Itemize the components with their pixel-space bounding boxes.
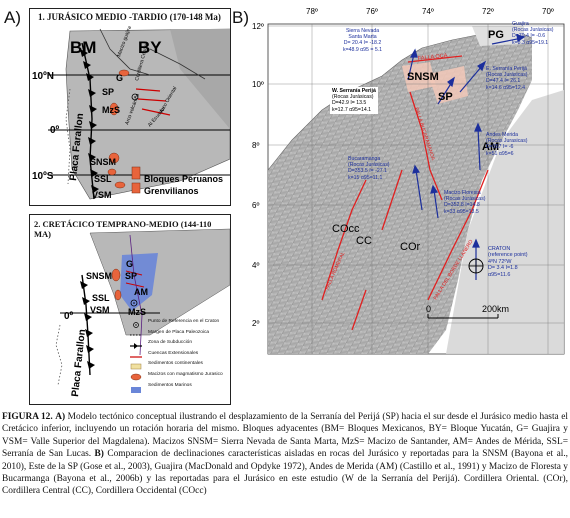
legend-item-macizos: Macizos con magmatismo Jurasico — [148, 371, 223, 377]
box-cretaceous: SNSM G SP AM SSL VSM MzS 0º Placa Farall… — [29, 214, 231, 405]
subduction-teeth-2 — [80, 281, 95, 369]
label-vsm-2: VSM — [90, 305, 110, 315]
lat-tick-4: 4º — [252, 261, 259, 270]
box-jurassic: BM BY 10ºN 0º 10ºS G SP MzS SNSM SSL VSM… — [29, 8, 231, 206]
lat-tick-12: 12º — [252, 22, 264, 31]
marine-sediments — [120, 253, 158, 311]
label-placa-farallon-2: Placa Farallon — [70, 329, 88, 398]
lat-tick-6: 6º — [252, 201, 259, 210]
region-cc: CC — [356, 235, 372, 247]
panel-b-map: 78º 76º 74º 72º 70º 12º 10º 8º 6º 4º 2º … — [252, 7, 565, 355]
region-cocc: COcc — [332, 223, 360, 235]
label-by: BY — [138, 38, 162, 57]
box-cretaceous-title: 2. CRETÁCICO TEMPRANO-MEDIO (144-110 MA) — [34, 219, 212, 239]
lon-tick-72: 72º — [482, 7, 494, 16]
label-bm: BM — [70, 38, 96, 57]
note-este-perija: E. Serranía Perijá (Rocas Jurásicas) D=4… — [486, 66, 528, 91]
label-sp: SP — [102, 87, 114, 97]
legend-item-cuencas: Cuencas Extensionales — [148, 350, 199, 356]
panel-a: A) — [0, 0, 232, 405]
label-ssl: SSL — [94, 174, 112, 184]
falla-oca — [407, 55, 463, 63]
scale-end: 200km — [482, 304, 509, 314]
lon-tick-70: 70º — [542, 7, 554, 16]
lat-10n: 10ºN — [32, 71, 54, 82]
legend-symbols — [130, 322, 142, 393]
note-bucaramanga: Bucaramanga (Rocas Jurásicas) D=353.5 I=… — [348, 156, 390, 181]
region-am: AM — [482, 141, 499, 153]
lat-10s: 10ºS — [32, 171, 54, 182]
pg-block — [472, 26, 524, 46]
note-snsm: Sierra Nevada Santa Marta D= 20.4 I= -18… — [343, 28, 383, 53]
lat-tick-2: 2º — [252, 319, 259, 328]
label-falla-oca: FALLA OCA — [418, 53, 448, 62]
note-guajira: Guajira (Rocas Jurásicas) D=79.4 I= -0.6… — [512, 21, 554, 46]
region-cor: COr — [400, 241, 421, 253]
label-snsm-2: SNSM — [86, 271, 112, 281]
caption-b-label: B) — [94, 449, 104, 460]
label-snsm: SNSM — [90, 157, 116, 167]
label-am-2: AM — [134, 287, 148, 297]
legend-item-subduccion: Zona de Subducción — [148, 340, 193, 346]
land-mass-east — [170, 29, 230, 129]
scale-zero: 0 — [426, 304, 431, 314]
legend-item-sedimentos-mar: Sedimentos Marinos — [148, 382, 192, 388]
legend: Punto de Referencia en el Craton Margen … — [148, 317, 230, 391]
label-peru-2: Grenvilianos — [144, 186, 199, 196]
figure-caption: FIGURA 12. A) Modelo tectónico conceptua… — [2, 411, 568, 498]
lat-tick-10: 10º — [252, 80, 264, 89]
legend-item-craton: Punto de Referencia en el Craton — [148, 319, 220, 324]
caption-b-text: Comparacion de declinaciones característ… — [2, 449, 569, 497]
note-floresta: Macizo Floresta (Rocas Jurásicas) D=352.… — [444, 190, 486, 215]
caption-a-text: Modelo tectónico conceptual ilustrando e… — [2, 412, 569, 460]
box-jurassic-title: 1. JURÁSICO MEDIO -TARDIO (170-148 Ma) — [36, 12, 223, 22]
falla-borde-llanero — [427, 169, 489, 301]
label-g: G — [116, 73, 123, 83]
note-w-perija: W. Serranía Perijá (Rocas Jurásicas) D=4… — [330, 87, 378, 114]
panel-b-label: B) — [232, 8, 249, 27]
region-sp: SP — [438, 91, 453, 103]
note-craton: CRATON (reference point) 4ºN 72ºW D= 3.4… — [488, 246, 528, 278]
caption-label: FIGURA 12. — [2, 412, 53, 422]
box-jurassic-map: BM BY 10ºN 0º 10ºS G SP MzS SNSM SSL VSM… — [32, 25, 231, 200]
caption-a-label: A) — [55, 412, 66, 422]
lon-tick-76: 76º — [366, 7, 378, 16]
label-mzs-2: MzS — [128, 307, 146, 317]
lon-tick-74: 74º — [422, 7, 434, 16]
lat-tick-8: 8º — [252, 141, 259, 150]
panel-a-label: A) — [4, 8, 21, 27]
legend-item-margen: Margen de Placa Paleozoica — [148, 329, 210, 335]
region-pg: PG — [488, 29, 504, 41]
subduction-teeth — [80, 49, 99, 193]
sp-block — [428, 66, 468, 104]
lat-0: 0º — [50, 125, 60, 136]
label-g-2: G — [126, 259, 133, 269]
lon-tick-78: 78º — [306, 7, 318, 16]
box-cretaceous-map: SNSM G SP AM SSL VSM MzS 0º Placa Farall… — [55, 228, 231, 398]
lat-0-2: 0º — [64, 311, 74, 322]
region-snsm: SNSM — [407, 71, 439, 83]
label-mzs: MzS — [102, 105, 120, 115]
label-vsm: VSM — [92, 190, 112, 200]
label-sp-2: SP — [125, 271, 137, 281]
falla-romeral — [321, 179, 367, 301]
panel-b: B) — [232, 0, 570, 405]
legend-item-sedimentos-cont: Sedimentos continentales — [148, 361, 203, 367]
falla-bucaramanga — [409, 91, 443, 201]
label-peru-1: Bloques Peruanos — [144, 174, 223, 184]
label-ssl-2: SSL — [92, 293, 110, 303]
note-andes-merida: Andes Merida (Rocas Jurasicas) D=357 I= … — [486, 132, 528, 157]
